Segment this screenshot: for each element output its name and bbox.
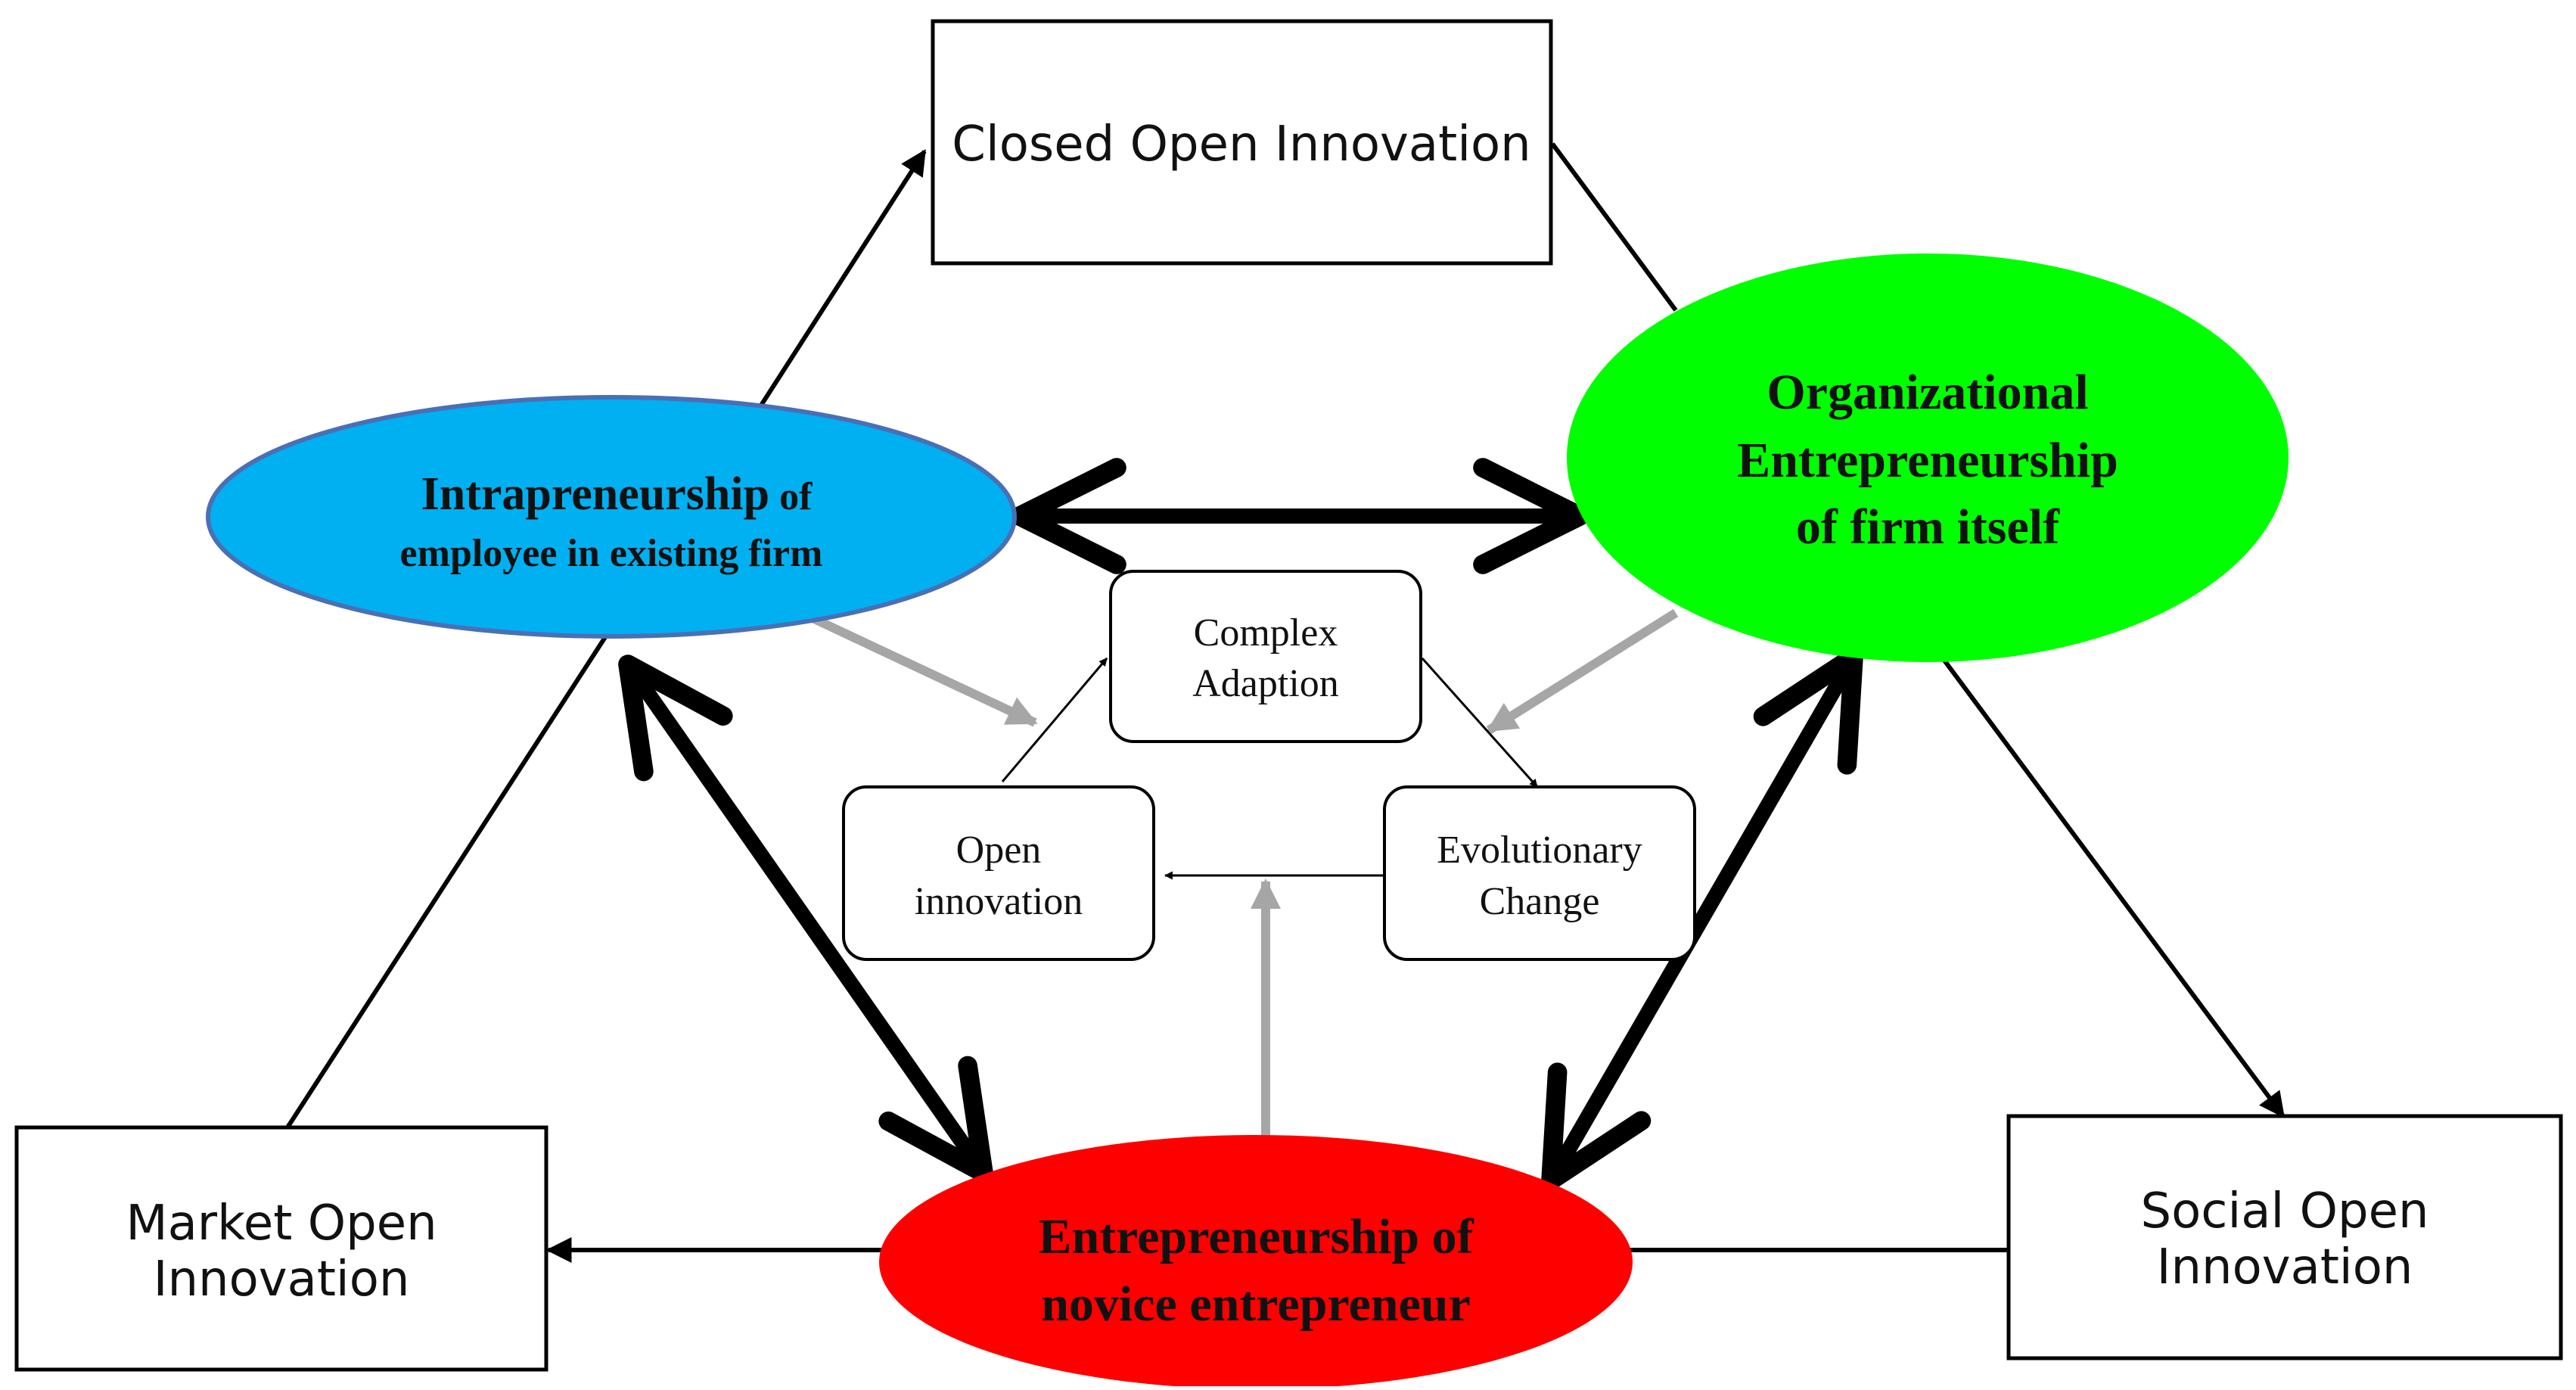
open-innovation-line2: innovation: [915, 880, 1083, 923]
social-open-innovation-box: Social Open Innovation: [2006, 1114, 2563, 1360]
arrow-intrapreneurship-to-closed: [754, 149, 927, 414]
intrapreneurship-title-suffix: of: [769, 475, 813, 518]
organizational-line1: Organizational: [1767, 365, 2088, 420]
novice-line1: Entrepreneurship of: [1038, 1209, 1474, 1264]
intrapreneurship-ellipse: Intrapreneurship of employee in existing…: [206, 395, 1017, 639]
line-market-to-intrapreneurship: [285, 636, 607, 1129]
evolutionary-change-box: Evolutionary Change: [1383, 785, 1696, 961]
organizational-line3: of firm itself: [1796, 499, 2060, 555]
complex-adaption-line2: Adaption: [1192, 662, 1339, 705]
social-open-innovation-line1: Social Open: [2140, 1183, 2428, 1239]
intrapreneurship-shape: [206, 395, 1017, 639]
cycle-arrow-complex-to-evolutionary: [1421, 658, 1539, 788]
gray-arrow-from-organizational: [1486, 608, 1679, 735]
gray-arrow-from-intrapreneurship: [796, 607, 1038, 727]
market-open-innovation-line2: Innovation: [154, 1252, 410, 1308]
evolutionary-change-line2: Change: [1480, 880, 1600, 923]
market-open-innovation-box: Market Open Innovation: [14, 1125, 548, 1372]
open-innovation-box: Open innovation: [842, 785, 1155, 961]
arrow-organizational-to-social: [1941, 657, 2285, 1118]
closed-open-innovation-label: Closed Open Innovation: [952, 117, 1530, 173]
novice-ellipse: Entrepreneurship of novice entrepreneur: [879, 1135, 1633, 1389]
open-innovation-line1: Open: [956, 829, 1042, 872]
line-closed-to-organizational: [1550, 142, 1678, 312]
organizational-ellipse: Organizational Entrepreneurship of firm …: [1567, 253, 2289, 662]
complex-adaption-line1: Complex: [1194, 611, 1338, 655]
closed-open-innovation-box: Closed Open Innovation: [931, 19, 1553, 266]
social-open-innovation-line2: Innovation: [2157, 1239, 2413, 1295]
double-arrow-intrapreneurship-novice: [618, 655, 993, 1183]
novice-shape: [879, 1135, 1633, 1389]
organizational-shape: [1567, 253, 2289, 662]
intrapreneurship-title: Intrapreneurship: [421, 468, 770, 520]
novice-line2: novice entrepreneur: [1041, 1276, 1471, 1332]
intrapreneurship-line1: Intrapreneurship of: [421, 468, 813, 520]
organizational-line2: Entrepreneurship: [1737, 433, 2118, 488]
cycle-arrow-open-to-complex: [1001, 658, 1108, 782]
market-open-innovation-line1: Market Open: [126, 1196, 437, 1252]
evolutionary-change-line1: Evolutionary: [1437, 829, 1642, 872]
intrapreneurship-line2: employee in existing firm: [400, 532, 823, 575]
complex-adaption-box: Complex Adaption: [1109, 570, 1422, 743]
double-arrow-organizational-novice: [1541, 647, 1863, 1190]
